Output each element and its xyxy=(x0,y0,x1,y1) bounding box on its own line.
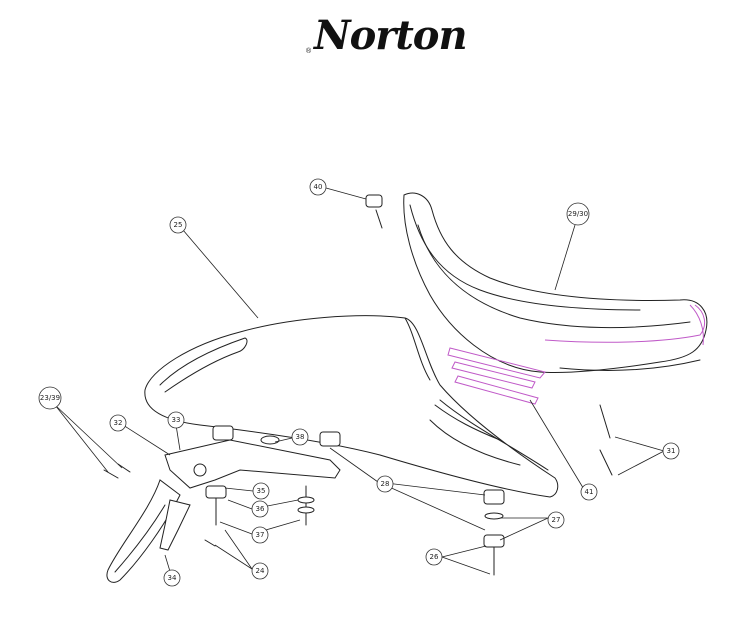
svg-text:37: 37 xyxy=(256,531,265,539)
callout-33: 33 xyxy=(167,411,185,429)
svg-text:34: 34 xyxy=(168,574,177,582)
callout-25: 25 xyxy=(169,216,187,234)
callout-38: 38 xyxy=(291,428,309,446)
svg-text:23/39: 23/39 xyxy=(40,394,60,402)
callout-29-30: 29/30 xyxy=(566,202,590,226)
callout-34: 34 xyxy=(163,569,181,587)
seat-base-part xyxy=(144,315,559,498)
svg-text:24: 24 xyxy=(256,567,265,575)
svg-text:25: 25 xyxy=(174,221,183,229)
svg-text:35: 35 xyxy=(257,487,266,495)
callout-37: 37 xyxy=(251,526,269,544)
leader-lines xyxy=(54,187,665,579)
seat-pad-part xyxy=(403,192,708,374)
svg-text:36: 36 xyxy=(256,505,265,513)
logo-text: Norton xyxy=(314,12,468,59)
svg-text:28: 28 xyxy=(381,480,390,488)
mounting-bracket-part xyxy=(106,439,341,583)
svg-text:32: 32 xyxy=(114,419,123,427)
trim-strips-part xyxy=(447,347,546,405)
svg-text:26: 26 xyxy=(430,553,439,561)
svg-text:33: 33 xyxy=(172,416,181,424)
callout-36: 36 xyxy=(251,500,269,518)
svg-text:31: 31 xyxy=(667,447,676,455)
callout-32: 32 xyxy=(109,414,127,432)
callout-31: 31 xyxy=(662,442,680,460)
callout-24: 24 xyxy=(251,562,269,580)
svg-text:41: 41 xyxy=(585,488,594,496)
callout-27: 27 xyxy=(547,511,565,529)
callout-41: 41 xyxy=(580,483,598,501)
registered-mark: ® xyxy=(306,48,312,55)
svg-text:40: 40 xyxy=(314,183,323,191)
callout-35: 35 xyxy=(252,482,270,500)
callout-26: 26 xyxy=(425,548,443,566)
callout-28: 28 xyxy=(376,475,394,493)
svg-text:27: 27 xyxy=(552,516,561,524)
svg-text:29/30: 29/30 xyxy=(568,210,588,218)
svg-text:38: 38 xyxy=(296,433,305,441)
norton-logo: ® Norton xyxy=(300,8,470,68)
callout-40: 40 xyxy=(309,178,327,196)
callout-23-39: 23/39 xyxy=(38,386,62,410)
